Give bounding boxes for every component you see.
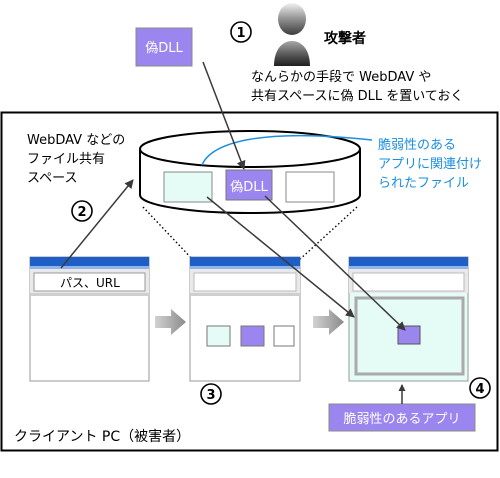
callout-line3: られたファイル: [378, 176, 469, 191]
step-4-marker: 4: [469, 377, 491, 399]
window-3: [348, 256, 469, 382]
arrow-attacker-to-share: [202, 61, 246, 170]
vulnerable-app-box: [328, 403, 476, 432]
callout-curve: [201, 134, 373, 166]
svg-text:1: 1: [236, 26, 245, 41]
step-3-marker: 3: [200, 383, 222, 405]
arrow-window-to-share: [60, 179, 134, 269]
svg-text:3: 3: [206, 388, 215, 403]
client-pc-label: クライアント PC（被害者）: [14, 429, 190, 445]
arrow-file-to-app: [206, 196, 355, 318]
share-other-file: [285, 171, 335, 203]
associated-file: [163, 171, 213, 203]
transition-arrow-1: [155, 309, 186, 335]
window-2: [189, 256, 301, 382]
fake-dll-label: 偽DLL: [145, 41, 183, 56]
fake-dll-box: [135, 27, 193, 67]
callout-line1: 脆弱性のある: [378, 137, 456, 153]
share-fake-dll: [225, 169, 273, 201]
transition-arrow-2: [313, 309, 344, 335]
share-fake-dll-label: 偽DLL: [230, 180, 268, 195]
zoom-line-right: [296, 206, 358, 263]
arrow-dll-to-app: [264, 195, 406, 331]
svg-text:4: 4: [475, 382, 484, 397]
window-1: [29, 256, 150, 382]
step-2-marker: 2: [71, 200, 93, 222]
share-label-line3: スペース: [27, 171, 77, 186]
attacker-description-line1: なんらかの手段で WebDAV や: [251, 70, 431, 85]
attacker-description-line2: 共有スペースに偽 DLL を置いておく: [251, 89, 463, 104]
step-1-marker: 1: [230, 21, 252, 43]
share-label-line2: ファイル共有: [27, 152, 105, 167]
callout-line2: アプリに関連付け: [378, 157, 482, 172]
address-bar-text: パス、URL: [60, 276, 120, 290]
zoom-line-left: [142, 206, 196, 263]
share-label-line1: WebDAV などの: [27, 133, 125, 148]
attacker-icon: [274, 3, 310, 66]
attacker-label: 攻撃者: [324, 30, 366, 47]
vulnerable-app-label: 脆弱性のあるアプリ: [343, 411, 460, 427]
svg-text:2: 2: [77, 205, 86, 220]
